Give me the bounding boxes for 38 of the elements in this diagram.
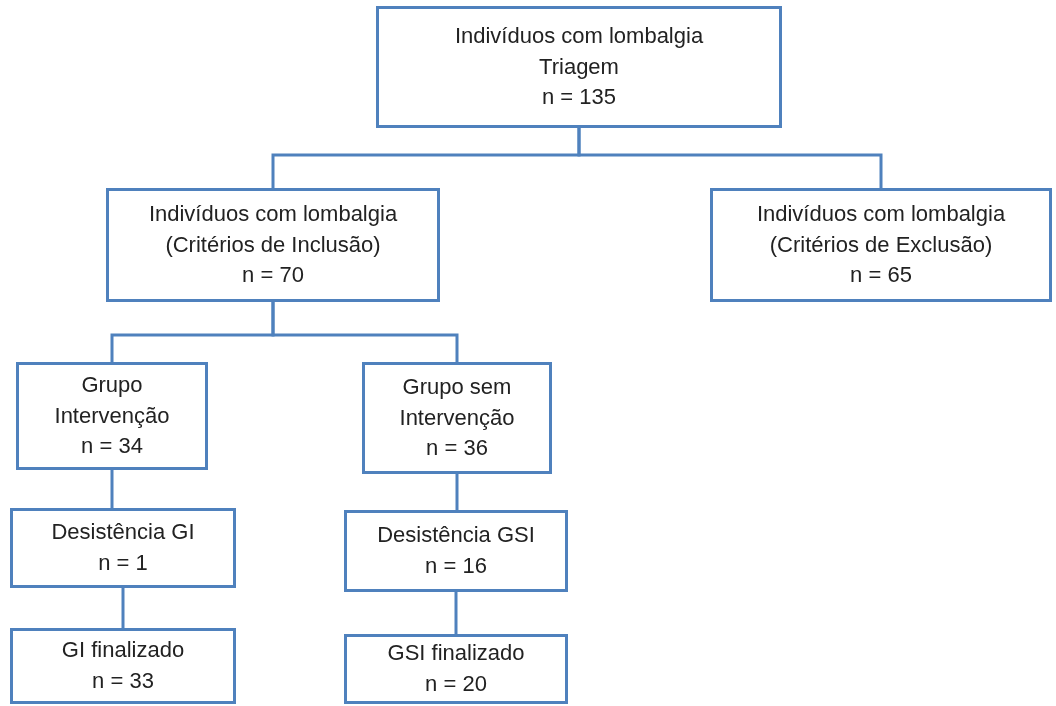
- box-text: Intervenção: [54, 401, 170, 430]
- box-text: Indivíduos com lombalgia: [756, 199, 1006, 228]
- box-text: Triagem: [539, 52, 619, 81]
- process-box: [710, 188, 1052, 302]
- connector-line: [110, 470, 114, 508]
- box-text: Indivíduos com lombalgia: [148, 199, 398, 228]
- connector-line: [455, 474, 459, 510]
- connector-line: [577, 128, 883, 188]
- box-text: n = 65: [850, 261, 912, 290]
- box-text: n = 34: [81, 432, 143, 461]
- box-text: (Critérios de Inclusão): [165, 230, 381, 259]
- box-text: Grupo sem: [402, 372, 512, 401]
- box-text: Intervenção: [399, 403, 515, 432]
- process-box: [362, 362, 552, 474]
- box-text: n = 20: [425, 670, 487, 698]
- connector-line: [121, 588, 125, 628]
- box-text: n = 16: [425, 552, 487, 580]
- box-text: GI finalizado: [61, 636, 185, 665]
- box-text: Desistência GSI: [377, 521, 535, 550]
- box-text: Indivíduos com lombalgia: [454, 21, 704, 50]
- box-text: Desistência GI: [51, 518, 195, 547]
- box-text: n = 33: [92, 667, 154, 695]
- box-text: n = 1: [98, 549, 148, 577]
- box-text: Grupo: [81, 370, 143, 399]
- process-box: [10, 628, 236, 704]
- box-text: n = 36: [426, 434, 488, 463]
- box-text: (Critérios de Exclusão): [769, 230, 993, 259]
- process-box: [16, 362, 208, 470]
- process-box: [344, 510, 568, 592]
- box-text: n = 135: [542, 83, 616, 112]
- box-text: n = 70: [242, 261, 304, 290]
- process-box: [106, 188, 440, 302]
- process-box: [344, 634, 568, 704]
- process-box: [10, 508, 236, 588]
- process-box: [376, 6, 782, 128]
- box-text: GSI finalizado: [387, 639, 525, 668]
- connector-line: [271, 302, 459, 362]
- connector-line: [454, 592, 458, 634]
